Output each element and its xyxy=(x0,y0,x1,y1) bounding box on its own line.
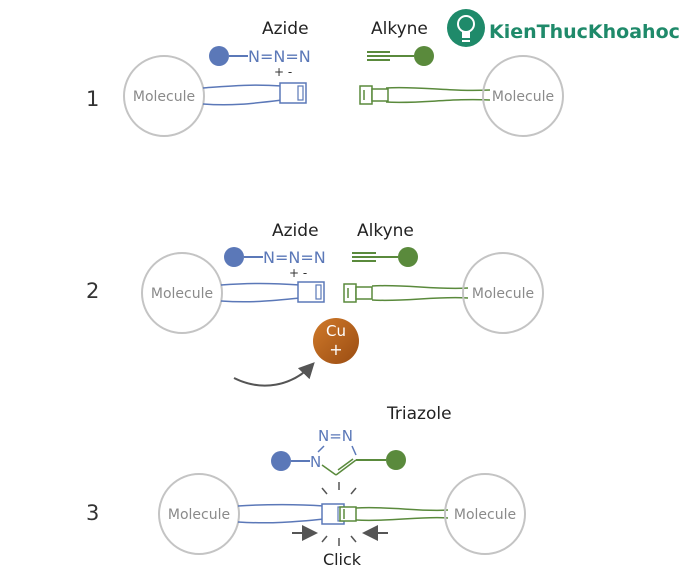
click-spark-icon xyxy=(321,482,357,546)
alkyne-tether xyxy=(385,86,491,104)
copper-ion-icon xyxy=(313,318,359,364)
step-number: 1 xyxy=(86,87,99,111)
catalyst-symbol: Cu xyxy=(326,322,346,340)
ring-nitrogen-2-3: N=N xyxy=(318,427,353,445)
step-3: 3 Triazole N N=N Molecule xyxy=(86,404,526,569)
left-molecule-label: Molecule xyxy=(133,89,195,105)
right-molecule-circle xyxy=(444,473,526,555)
azide-label: Azide xyxy=(262,19,309,39)
right-molecule-label: Molecule xyxy=(472,286,534,302)
lightbulb-icon xyxy=(447,9,485,47)
buckle-female-icon xyxy=(297,281,325,303)
azide-formula: N=N=N xyxy=(263,248,326,267)
right-molecule-label: Molecule xyxy=(454,507,516,523)
triazole-label: Triazole xyxy=(386,404,452,424)
buckle-male-icon xyxy=(359,85,389,105)
azide-group-icon: N=N=N + - xyxy=(209,46,311,79)
ring-nitrogen-1: N xyxy=(310,453,321,471)
watermark-text: KienThucKhoahoc.org xyxy=(489,21,680,43)
left-molecule-circle xyxy=(141,252,223,334)
buckle-locked-icon xyxy=(321,503,357,525)
azide-tether xyxy=(202,84,283,106)
right-molecule-circle xyxy=(462,252,544,334)
azide-group-icon: N=N=N + - xyxy=(224,247,326,280)
watermark: KienThucKhoahoc.org xyxy=(447,9,680,47)
step-number: 3 xyxy=(86,501,99,525)
left-molecule-circle xyxy=(123,55,205,137)
catalyst-charge: + xyxy=(329,340,342,359)
right-molecule-label: Molecule xyxy=(492,89,554,105)
azide-charges: + - xyxy=(274,65,292,79)
left-molecule-circle xyxy=(158,473,240,555)
right-molecule-circle xyxy=(482,55,564,137)
copper-catalyst: Cu + xyxy=(313,318,359,364)
alkyne-group-icon xyxy=(367,46,434,66)
alkyne-label: Alkyne xyxy=(357,221,414,241)
azide-tether xyxy=(220,282,301,303)
left-molecule-label: Molecule xyxy=(151,286,213,302)
azide-label: Azide xyxy=(272,221,319,241)
alkyne-label: Alkyne xyxy=(371,19,428,39)
step-1: 1 Azide Alkyne N=N=N + - Molecule xyxy=(86,19,564,137)
left-molecule-label: Molecule xyxy=(168,507,230,523)
curved-arrow-icon xyxy=(233,362,315,387)
step-number: 2 xyxy=(86,279,99,303)
buckle-male-icon xyxy=(343,283,373,303)
step-2: 2 Azide Alkyne N=N=N + - Molecule xyxy=(86,221,544,387)
buckle-female-icon xyxy=(279,82,307,104)
click-label: Click xyxy=(323,550,362,569)
azide-charges: + - xyxy=(289,266,307,280)
alkyne-tether xyxy=(371,284,469,302)
azide-formula: N=N=N xyxy=(248,47,311,66)
azide-tether xyxy=(237,503,325,524)
alkyne-group-icon xyxy=(352,247,418,267)
alkyne-tether xyxy=(355,506,449,522)
triazole-ring-icon: N N=N xyxy=(271,427,406,476)
